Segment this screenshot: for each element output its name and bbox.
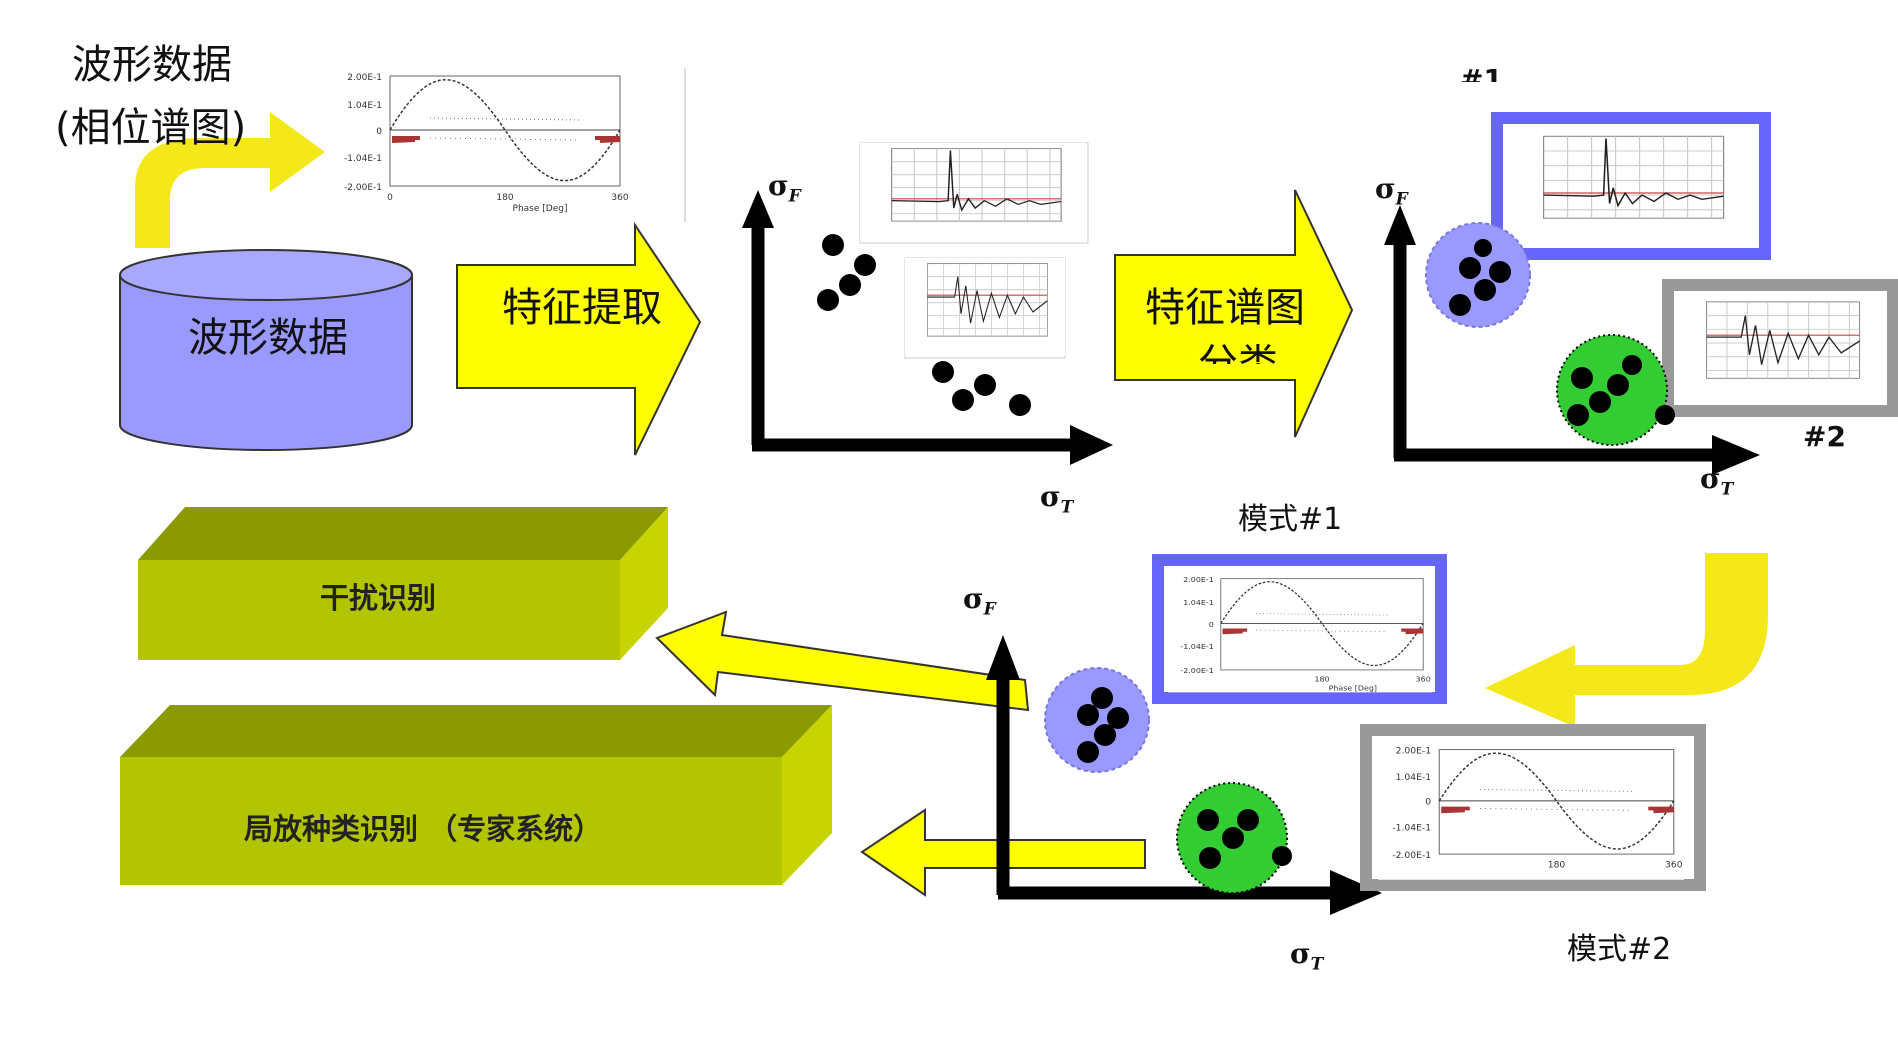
database-cylinder	[119, 249, 413, 451]
axes-2	[1384, 205, 1760, 475]
time-plot-top-a	[859, 142, 1089, 244]
phase-spectrum-plot: 2.00E-1 1.04E-1 0 -1.04E-1 -2.00E-1 0 18…	[328, 66, 632, 215]
framed-plot-gray-top	[1662, 279, 1898, 417]
svg-text:1.04E-1: 1.04E-1	[1183, 598, 1214, 607]
framed-plot-mode1: 2.00E-1 1.04E-1 0 -1.04E-1 -2.00E-1 180 …	[1152, 554, 1447, 704]
arrow-feature-extraction	[456, 221, 702, 456]
svg-text:2.00E-1: 2.00E-1	[1183, 575, 1214, 584]
label-mode-1: 模式#1	[1238, 502, 1343, 537]
svg-text:Phase [Deg]: Phase [Deg]	[513, 204, 568, 214]
box-label-pd-type: 局放种类识别 （专家系统）	[244, 812, 603, 846]
cluster-green-top	[1556, 334, 1675, 446]
cluster-blue-top	[1425, 222, 1531, 328]
curved-arrow-top-left	[135, 112, 325, 248]
cluster-green-bottom	[1176, 782, 1292, 894]
svg-text:1.04E-1: 1.04E-1	[1396, 773, 1431, 783]
box-pd-type	[120, 705, 832, 885]
svg-text:-1.04E-1: -1.04E-1	[344, 154, 382, 164]
axis-label-sigma-f-1: σF	[768, 169, 801, 207]
svg-text:180: 180	[496, 193, 513, 203]
label-phase-spectrum: (相位谱图)	[55, 105, 247, 151]
axis-label-sigma-f-3: σF	[963, 582, 996, 620]
svg-text:0: 0	[387, 193, 393, 203]
framed-plot-blue-top	[1491, 112, 1771, 260]
svg-text:-1.04E-1: -1.04E-1	[1180, 642, 1213, 651]
svg-text:Phase [Deg]: Phase [Deg]	[1329, 684, 1377, 693]
svg-text:-2.00E-1: -2.00E-1	[1392, 851, 1431, 861]
cluster-tag-2: #2	[1803, 420, 1846, 453]
svg-text:360: 360	[1416, 675, 1431, 684]
axis-label-sigma-t-2: σT	[1700, 462, 1734, 500]
box-interference	[138, 507, 668, 660]
svg-text:0: 0	[1425, 798, 1431, 808]
arrow-label-classify-clipped: 分类	[1198, 344, 1278, 364]
svg-text:0: 0	[1209, 620, 1214, 629]
curved-arrow-right	[1485, 553, 1768, 727]
cluster-dots-b	[932, 361, 1031, 416]
svg-text:360: 360	[1665, 861, 1683, 871]
arrow-label-feature-extract: 特征提取	[502, 285, 662, 331]
cluster-blue-bottom	[1044, 667, 1150, 773]
svg-text:180: 180	[1548, 861, 1566, 871]
database-label: 波形数据	[188, 315, 348, 361]
cluster-tag-1-clipped: #1	[1460, 66, 1503, 82]
arrow-spectrum-classification	[1114, 189, 1354, 438]
svg-text:-2.00E-1: -2.00E-1	[344, 183, 382, 193]
box-label-interference: 干扰识别	[320, 581, 437, 615]
svg-text:1.04E-1: 1.04E-1	[347, 101, 382, 111]
svg-text:2.00E-1: 2.00E-1	[347, 73, 382, 83]
svg-text:180: 180	[1314, 675, 1329, 684]
arrow-label-spectrum-classify: 特征谱图	[1145, 285, 1305, 331]
label-mode-2: 模式#2	[1567, 932, 1672, 967]
svg-text:-1.04E-1: -1.04E-1	[1392, 824, 1431, 834]
label-waveform-data-top: 波形数据	[72, 42, 232, 88]
svg-text:360: 360	[611, 193, 628, 203]
axis-label-sigma-t-3: σT	[1290, 937, 1324, 975]
axes-3	[986, 635, 1382, 915]
axis-label-sigma-t-1: σT	[1040, 480, 1074, 518]
arrow-to-interference	[655, 610, 1030, 712]
svg-text:-2.00E-1: -2.00E-1	[1180, 666, 1213, 675]
svg-text:0: 0	[376, 127, 382, 137]
svg-text:2.00E-1: 2.00E-1	[1396, 747, 1431, 757]
cluster-dots-a	[817, 234, 876, 311]
axis-label-sigma-f-2: σF	[1375, 172, 1408, 210]
axes-1	[742, 190, 1113, 465]
framed-plot-mode2: 2.00E-1 1.04E-1 0 -1.04E-1 -2.00E-1 180 …	[1360, 724, 1706, 891]
time-plot-top-b	[904, 257, 1066, 359]
